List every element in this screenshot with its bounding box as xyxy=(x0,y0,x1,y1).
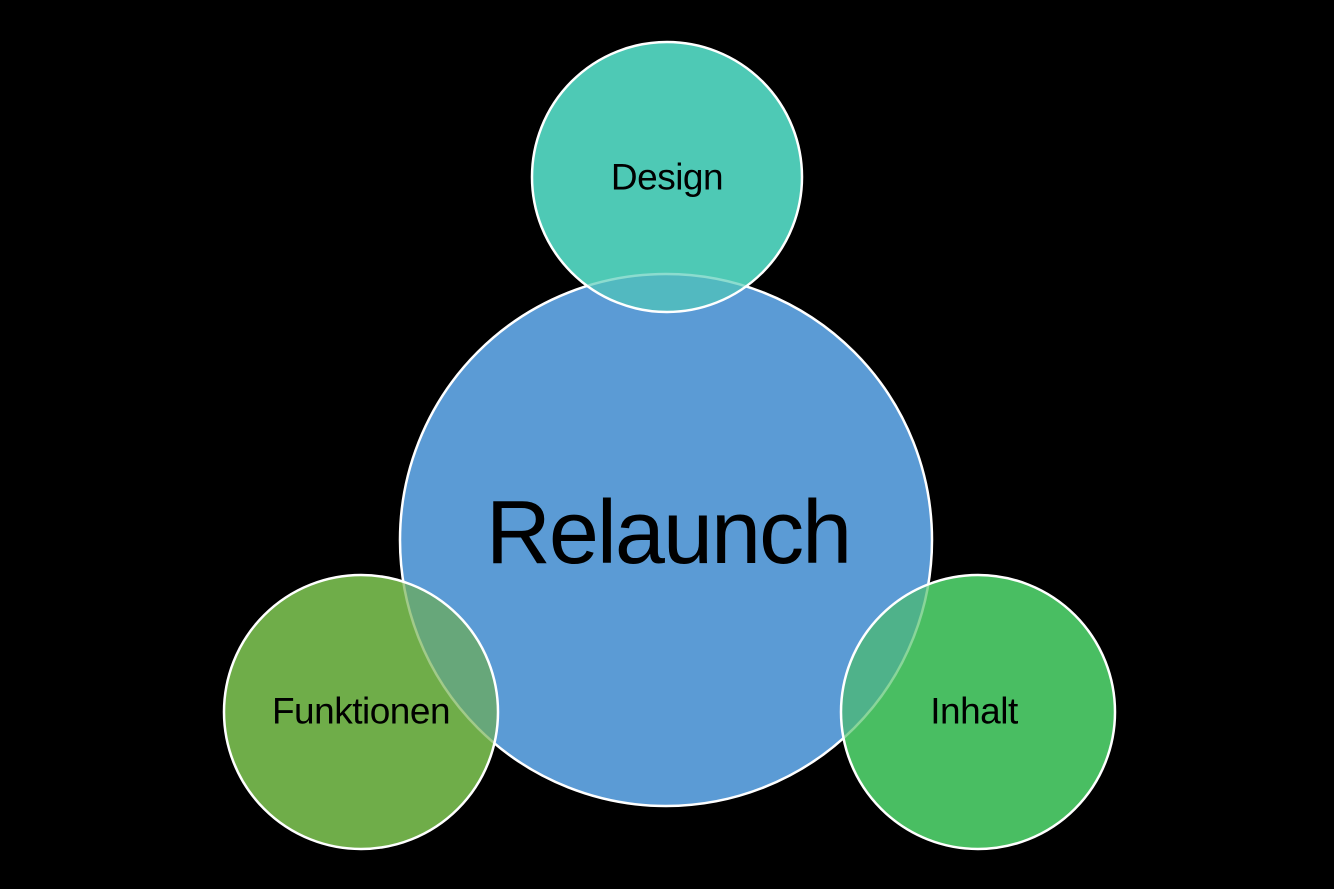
design-circle xyxy=(530,40,804,314)
inhalt-circle xyxy=(839,573,1117,851)
funktionen-label: Funktionen xyxy=(272,691,450,732)
relaunch-label: Relaunch xyxy=(486,483,850,583)
funktionen-circle xyxy=(222,573,500,851)
design-label: Design xyxy=(611,157,723,198)
inhalt-label: Inhalt xyxy=(930,691,1019,732)
